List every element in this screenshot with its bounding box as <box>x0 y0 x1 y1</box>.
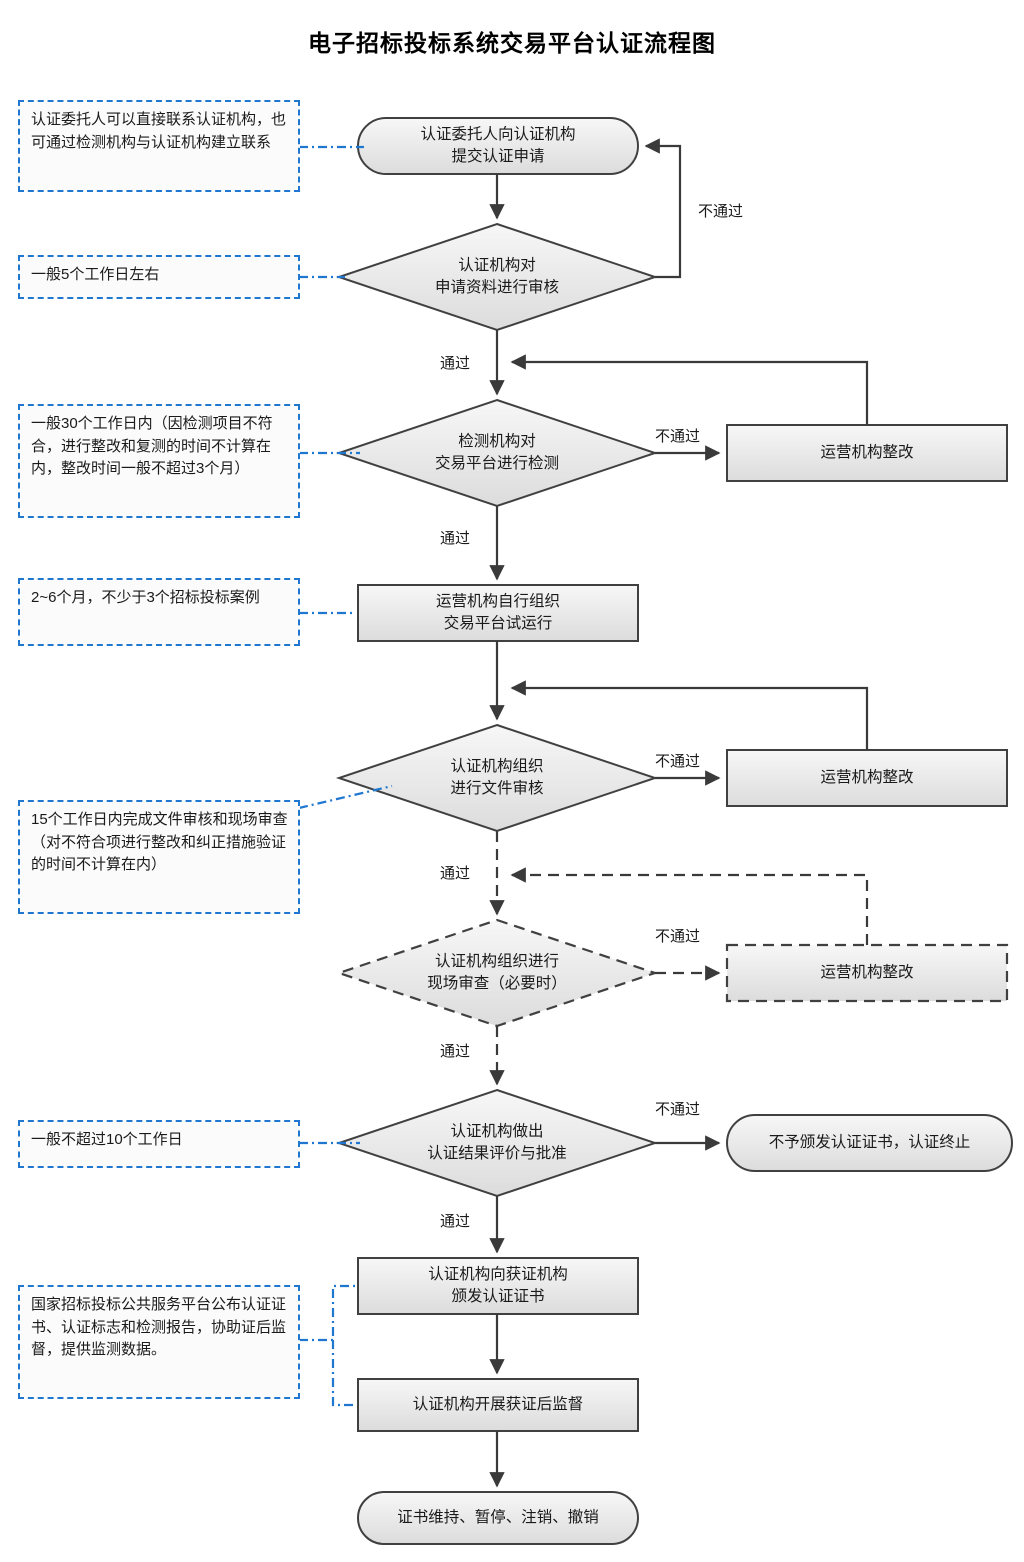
note-contact: 认证委托人可以直接联系认证机构，也可通过检测机构与认证机构建立联系 <box>18 100 300 192</box>
node-test-platform-shape <box>335 398 659 508</box>
edge-label-pass-5: 通过 <box>440 1213 471 1230</box>
edge-label-pass-3: 通过 <box>440 865 471 882</box>
note-trial: 2~6个月，不少于3个招标投标案例 <box>18 578 300 646</box>
edge-label-pass-4: 通过 <box>440 1043 471 1060</box>
node-apply-shape <box>357 117 639 175</box>
node-issue-cert-shape <box>357 1257 639 1315</box>
edge-label-fail-5: 不通过 <box>655 1101 701 1118</box>
note-thirty-days: 一般30个工作日内（因检测项目不符合，进行整改和复测的时间不计算在内，整改时间一… <box>18 404 300 518</box>
edge-label-fail-2: 不通过 <box>655 428 701 445</box>
edge-label-pass-2: 通过 <box>440 530 471 547</box>
leader-note-fifteen-days <box>298 784 393 810</box>
edge-rectify1-loop <box>510 354 869 425</box>
node-review-docs-shape <box>335 222 659 332</box>
node-cert-status-shape <box>357 1491 639 1545</box>
leader-note-public-1 <box>299 1284 356 1342</box>
node-post-supervision-shape <box>357 1378 639 1432</box>
edge-label-fail-1: 不通过 <box>698 203 744 220</box>
node-trial-run-shape <box>357 584 639 642</box>
node-rectify-1-shape <box>726 424 1008 482</box>
node-rectify-2-shape <box>726 749 1008 807</box>
note-five-days: 一般5个工作日左右 <box>18 255 300 299</box>
node-reject-shape <box>726 1114 1013 1172</box>
note-ten-days: 一般不超过10个工作日 <box>18 1120 300 1168</box>
edge-rectify2-loop <box>510 680 869 750</box>
edge-label-fail-3: 不通过 <box>655 753 701 770</box>
node-rectify-3-shape <box>725 943 1009 1003</box>
edge-label-pass-1: 通过 <box>440 355 471 372</box>
edge-review-fail-loop <box>644 138 682 279</box>
node-approval-shape <box>335 1088 659 1198</box>
leader-note-public-2 <box>331 1340 356 1407</box>
node-site-audit-shape <box>335 918 659 1028</box>
node-file-audit-shape <box>335 723 659 833</box>
page-title: 电子招标投标系统交易平台认证流程图 <box>308 30 716 56</box>
note-public-platform: 国家招标投标公共服务平台公布认证证书、认证标志和检测报告，协助证后监督，提供监测… <box>18 1285 300 1399</box>
edge-label-fail-4: 不通过 <box>655 928 701 945</box>
edge-rectify3-loop <box>510 867 869 945</box>
note-fifteen-days: 15个工作日内完成文件审核和现场审查（对不符合项进行整改和纠正措施验证的时间不计… <box>18 800 300 914</box>
